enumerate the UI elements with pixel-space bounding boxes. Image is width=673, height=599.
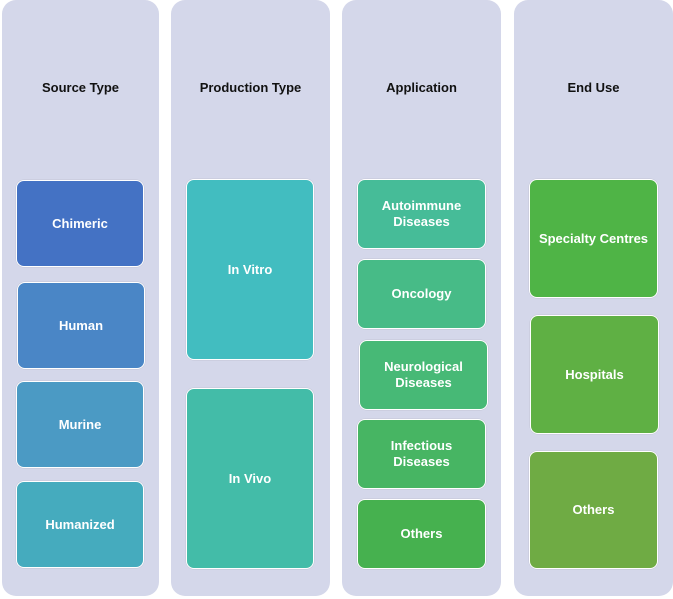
box-label: Murine — [58, 416, 102, 432]
box-others-application: Others — [357, 499, 486, 569]
box-label: Autoimmune Diseases — [381, 198, 462, 229]
box-hospitals: Hospitals — [530, 315, 659, 434]
box-label: In Vitro — [227, 261, 273, 277]
box-label: Others — [400, 526, 443, 541]
column-title: Application — [386, 80, 457, 95]
column-title: Production Type — [199, 80, 302, 95]
box-chimeric: Chimeric — [16, 180, 144, 267]
box-label: Hospitals — [565, 366, 624, 382]
box-infectious-diseases: Infectious Diseases — [357, 419, 486, 489]
box-oncology: Oncology — [357, 259, 486, 329]
box-label: Chimeric — [52, 215, 108, 231]
box-humanized: Humanized — [16, 481, 144, 568]
box-others-end-use: Others — [529, 451, 658, 569]
box-label: Specialty Centres — [538, 230, 649, 246]
box-label: Human — [58, 317, 104, 333]
box-in-vivo: In Vivo — [186, 388, 314, 569]
box-label: Humanized — [45, 516, 115, 532]
box-in-vitro: In Vitro — [186, 179, 314, 360]
column-source-type: Source Type Chimeric Human Murine Humani… — [2, 0, 159, 596]
box-label: Others — [572, 502, 615, 517]
box-human: Human — [17, 282, 145, 369]
box-specialty-centres: Specialty Centres — [529, 179, 658, 298]
box-label: Infectious Diseases — [390, 438, 453, 469]
box-label: Oncology — [391, 286, 452, 301]
column-end-use: End Use Specialty Centres Hospitals Othe… — [514, 0, 673, 596]
box-label: Neurological Diseases — [384, 359, 463, 390]
column-title: Source Type — [41, 80, 120, 95]
column-title: End Use — [567, 80, 620, 95]
box-neurological-diseases: Neurological Diseases — [359, 340, 488, 410]
column-production-type: Production Type In Vitro In Vivo — [171, 0, 330, 596]
box-autoimmune-diseases: Autoimmune Diseases — [357, 179, 486, 249]
box-murine: Murine — [16, 381, 144, 468]
box-label: In Vivo — [228, 470, 272, 486]
column-application: Application Autoimmune Diseases Oncology… — [342, 0, 501, 596]
